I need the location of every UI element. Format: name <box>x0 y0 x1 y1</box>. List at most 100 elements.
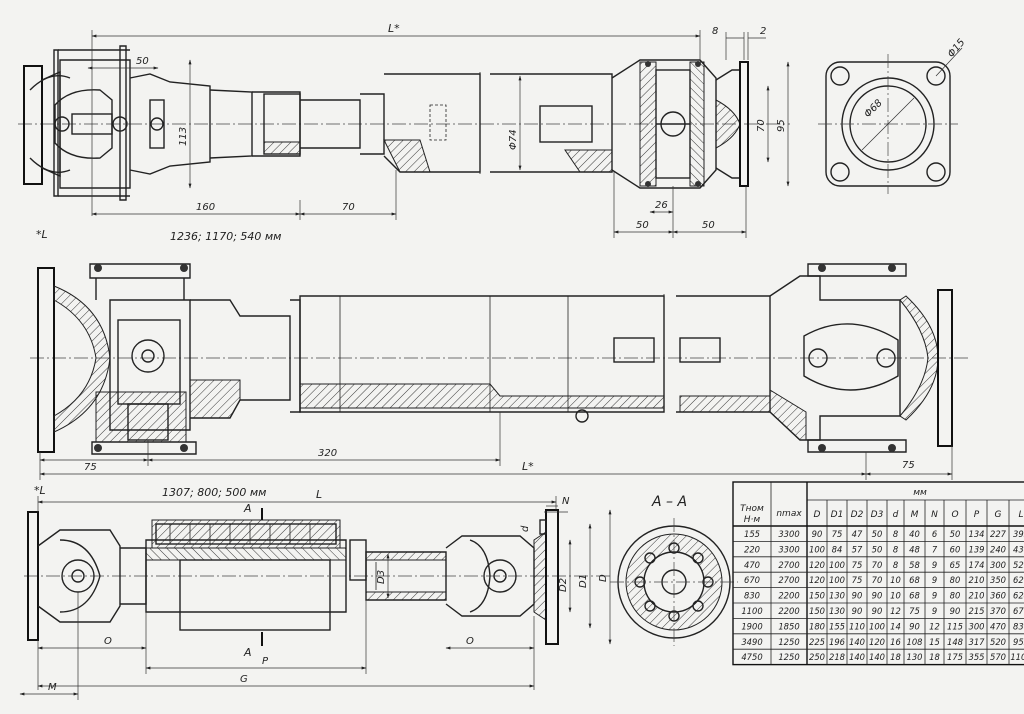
fig1-note-lengths: 1236; 1170; 540 мм <box>170 230 281 243</box>
table-header-col-d: d <box>893 510 899 520</box>
fig2-dim-75-right: 75 <box>902 460 915 471</box>
table-cell: 50 <box>950 529 961 539</box>
fig3-dim-d: d <box>520 525 531 532</box>
table-cell: 300 <box>969 621 985 631</box>
table-cell: 75 <box>852 575 863 585</box>
table-cell: 120 <box>809 560 825 570</box>
table-cell: 10 <box>890 575 901 585</box>
table-cell: 18 <box>890 652 901 662</box>
table-cell: 58 <box>909 560 920 570</box>
section-A-A-view <box>610 518 738 646</box>
table-cell: 10 <box>890 591 901 601</box>
table-cell: 570 <box>990 652 1006 662</box>
fig3-section-mark-bottom: A <box>243 646 252 659</box>
fig1-dim-phi74: Φ74 <box>508 129 519 150</box>
fig1-dim-phi15: Φ15 <box>946 37 968 60</box>
table-cell: 150 <box>809 591 825 601</box>
table-cell: 12 <box>929 621 940 631</box>
table-cell: 90 <box>872 606 883 616</box>
table-cell: 60 <box>950 544 961 554</box>
table-header-speed: nmax <box>776 509 802 519</box>
table-cell: 130 <box>829 606 845 616</box>
table-cell: 148 <box>947 637 963 647</box>
fig1-left-flange <box>23 45 131 201</box>
table-cell: 68 <box>909 591 920 601</box>
fig3-tube <box>365 551 447 601</box>
table-cell: 360 <box>990 591 1006 601</box>
fig2-note-lengths: 1307; 800; 500 мм <box>162 486 266 499</box>
table-cell: 9 <box>932 591 937 601</box>
table-cell: 108 <box>907 637 923 647</box>
fig3-dim-D3: D3 <box>376 570 387 584</box>
table-cell: 134 <box>969 529 985 539</box>
table-cell: 1250 <box>778 637 799 647</box>
fig2-dim-75-left: 75 <box>84 462 97 473</box>
fig2-dim-320: 320 <box>318 448 337 459</box>
table-cell: 90 <box>950 606 961 616</box>
table-cell: 14 <box>890 621 901 631</box>
table-header-col-D1: D1 <box>831 510 844 520</box>
table-cell: 139 <box>969 544 985 554</box>
table-cell: 57 <box>852 544 863 554</box>
table-header-col-G: G <box>995 510 1002 520</box>
table-header-col-D3: D3 <box>871 510 884 520</box>
fig3-dim-M: M <box>48 682 57 693</box>
fig2-dim-L: L* <box>522 460 534 473</box>
table-cell: 3490 <box>741 637 762 647</box>
table-cell: 80 <box>950 591 961 601</box>
table-cell: 9 <box>932 606 937 616</box>
table-cell: 210 <box>969 591 985 601</box>
table-cell: 75 <box>852 560 863 570</box>
table-cell: 670 <box>744 575 760 585</box>
table-header-torque-unit: Н·м <box>744 515 761 525</box>
fig1-dim-95: 95 <box>776 119 787 132</box>
fig3-dim-D: D <box>598 574 609 582</box>
table-cell: 47 <box>852 529 863 539</box>
figure-2-driveshaft-section: 75 320 L* 75 *L 1307; 800; 500 мм <box>30 263 970 499</box>
table-cell: 120 <box>809 575 825 585</box>
table-cell: 218 <box>829 652 845 662</box>
table-cell: 7 <box>932 544 938 554</box>
table-cell: 50 <box>872 544 883 554</box>
table-cell: 48 <box>909 544 920 554</box>
fig2-dimensions <box>39 412 953 480</box>
fig2-right-yoke <box>769 263 953 453</box>
table-cell: 115 <box>947 621 963 631</box>
table-cell: 2700 <box>778 560 799 570</box>
fig1-dim-L: L* <box>388 22 400 35</box>
table-cell: 140 <box>869 652 885 662</box>
table-cell: 1250 <box>778 652 799 662</box>
table-cell: 470 <box>990 621 1006 631</box>
table-cell: 9 <box>932 560 937 570</box>
fig1-dim-70-bottom: 70 <box>342 202 355 213</box>
fig3-dim-G: G <box>240 674 248 685</box>
fig1-spline-shaft <box>263 93 385 155</box>
fig3-section-mark-top: A <box>243 502 252 515</box>
table-cell: 955 <box>1013 637 1024 647</box>
table-header-torque: Tном <box>740 504 764 514</box>
fig3-dim-O-right: O <box>466 636 474 647</box>
fig1-dim-26: 26 <box>655 200 668 211</box>
fig1-dim-8: 8 <box>712 26 718 37</box>
table-cell: 624 <box>1013 591 1024 601</box>
fig1-dim-50-top: 50 <box>136 56 149 67</box>
fig3-dim-O-left: O <box>104 636 112 647</box>
table-cell: 520 <box>990 637 1006 647</box>
table-cell: 830 <box>744 591 760 601</box>
table-cell: 68 <box>909 575 920 585</box>
fig3-dim-N: N <box>562 496 570 507</box>
table-cell: 438 <box>1013 544 1024 554</box>
fig1-right-joint <box>611 59 749 189</box>
table-cell: 120 <box>869 637 885 647</box>
table-cell: 3300 <box>778 544 799 554</box>
table-header-col-O: O <box>951 510 958 520</box>
table-cell: 140 <box>849 652 865 662</box>
table-cell: 2200 <box>778 591 799 601</box>
fig1-dimensions <box>87 30 790 238</box>
table-header-col-L: L <box>1018 510 1023 520</box>
table-cell: 8 <box>893 560 898 570</box>
fig1-dim-160: 160 <box>196 202 215 213</box>
fig3-dim-D1: D1 <box>578 574 589 588</box>
table-cell: 355 <box>969 652 985 662</box>
